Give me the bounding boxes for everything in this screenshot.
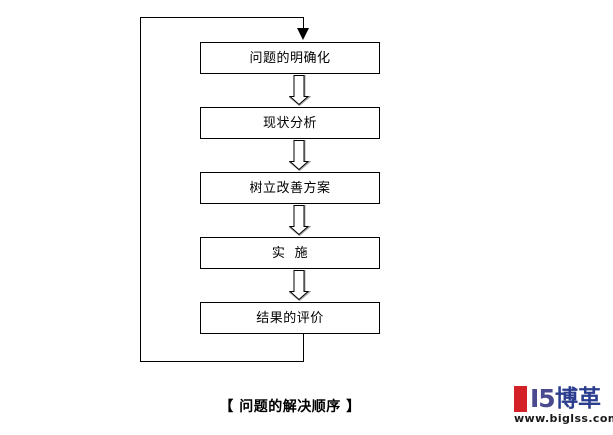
logo-lockup: I5 博革 <box>514 386 601 412</box>
block-arrow-down-icon <box>289 205 311 236</box>
process-box-implementation[interactable]: 实 施 <box>200 237 380 269</box>
logo-brand-text: 博革 <box>555 386 601 412</box>
process-box-label: 现状分析 <box>262 115 317 131</box>
process-box-label: 树立改善方案 <box>249 180 331 196</box>
block-arrow-down-icon <box>289 270 311 301</box>
feedback-loop-left-segment <box>140 17 141 362</box>
block-arrow-down-icon <box>289 140 311 171</box>
process-box-problem-definition[interactable]: 问题的明确化 <box>200 42 380 74</box>
diagram-caption: 【 问题的解决顺序 】 <box>219 399 361 415</box>
process-box-improvement-plan[interactable]: 树立改善方案 <box>200 172 380 204</box>
feedback-loop-exit-segment <box>303 334 304 362</box>
feedback-loop-entry-segment <box>303 17 304 37</box>
logo-url-text: www.biglss.com <box>514 412 613 425</box>
logo-mark-bar-icon <box>514 386 527 412</box>
process-box-label: 问题的明确化 <box>249 50 331 66</box>
process-box-current-state-analysis[interactable]: 现状分析 <box>200 107 380 139</box>
process-box-label: 结果的评价 <box>256 310 324 326</box>
process-box-label: 实 施 <box>271 245 309 261</box>
feedback-loop-bottom-segment <box>140 361 304 362</box>
logo-mark-glyph: I5 <box>530 384 556 413</box>
feedback-loop-arrowhead-icon <box>297 28 309 40</box>
logo-mark-icon: I5 <box>514 384 556 413</box>
feedback-loop-top-segment <box>140 17 304 18</box>
process-box-result-evaluation[interactable]: 结果的评价 <box>200 302 380 334</box>
block-arrow-down-icon <box>289 75 311 106</box>
watermark-logo: I5 博革 www.biglss.com <box>514 386 613 431</box>
